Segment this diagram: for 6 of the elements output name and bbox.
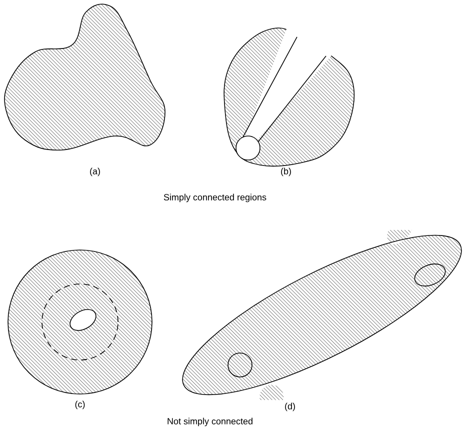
caption: Simply connected regions: [164, 194, 266, 202]
caption: Not simply connected: [168, 418, 252, 426]
panel-label: (a): [90, 168, 100, 176]
panel-label: (d): [285, 402, 295, 412]
panel-label: (b): [281, 168, 291, 176]
panel-label: (c): [75, 400, 85, 410]
